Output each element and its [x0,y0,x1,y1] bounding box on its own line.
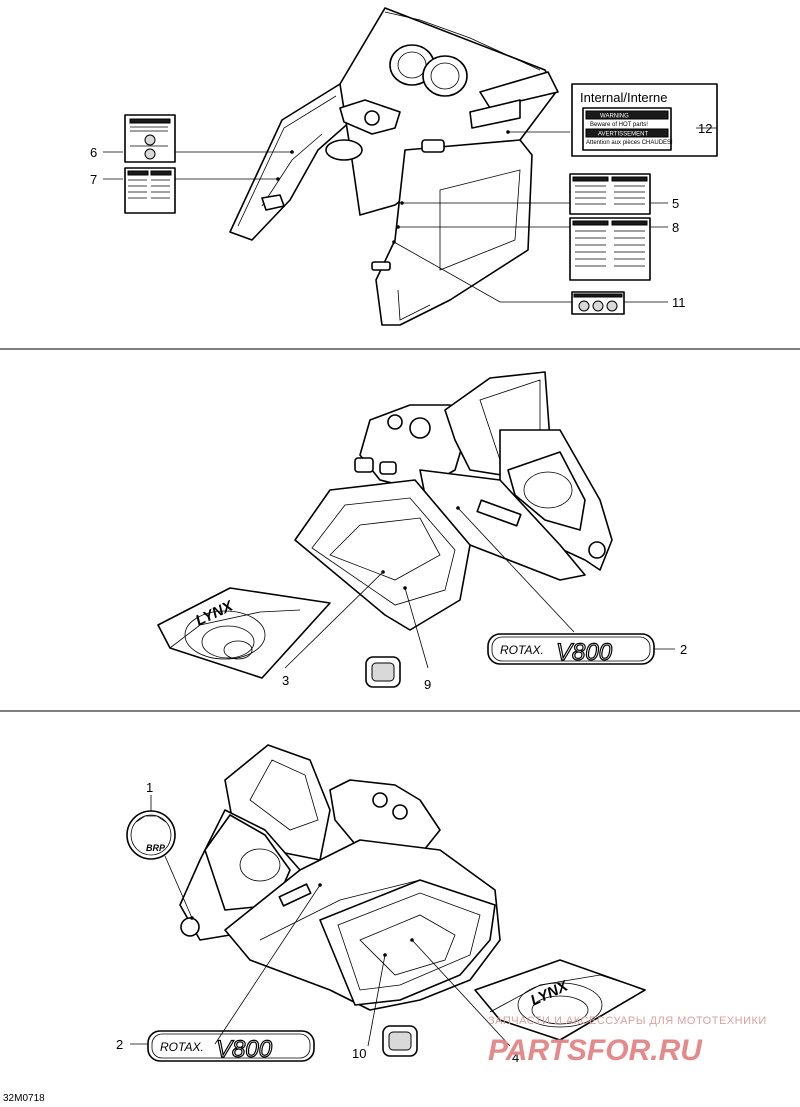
brp-logo: BRP [146,843,166,853]
beware-text: Beware of HOT parts! [590,122,648,128]
attention-text: Attention aux pièces CHAUDES! [586,140,673,146]
rotax-text-middle: ROTAX. [500,643,544,657]
callout-9: 9 [424,677,431,692]
decal-9 [365,656,401,688]
internal-title: Internal/Interne [580,90,667,105]
decal-5 [569,173,651,215]
decal-4: LYNX [474,959,646,1041]
callout-11: 11 [672,295,686,310]
callout-2-bottom: 2 [116,1037,123,1052]
decal-3: LYNX [157,587,331,679]
v800-text-middle: V800 [556,639,613,666]
v800-text-bottom: V800 [216,1036,273,1063]
decal-1: BRP [126,810,176,860]
decal-11 [571,291,625,315]
callout-8: 8 [672,220,679,235]
callout-1: 1 [146,780,153,795]
decal-2-bottom: ROTAX. V800 [147,1030,315,1064]
callout-4: 4 [512,1050,519,1065]
decal-10 [382,1025,418,1057]
section2-leaders [284,506,675,669]
decal-8 [569,217,651,281]
callout-12: 12 [698,121,712,136]
callout-5: 5 [672,196,679,211]
callout-6: 6 [90,145,97,160]
callout-7: 7 [90,172,97,187]
hood-assembly-middle [294,371,613,631]
figure-code: 32M0718 [3,1093,45,1104]
console-assembly [229,7,559,326]
callout-2-middle: 2 [680,642,687,657]
section1-leaders [103,127,717,303]
callout-10: 10 [352,1046,366,1061]
decal-2-middle: ROTAX. V800 [487,633,655,667]
watermark-line1: ЗАПЧАСТИ И АКСЕССУАРЫ ДЛЯ МОТОТЕХНИКИ [488,1015,767,1027]
decal-12: Internal/Interne WARNING Beware of HOT p… [571,83,718,157]
callout-3: 3 [282,673,289,688]
warning-text: WARNING [600,114,629,120]
decal-7 [124,167,176,214]
section3-leaders [130,795,511,1047]
watermark-line2: PARTSFOR.RU [488,1034,703,1067]
avertissement-text: AVERTISSEMENT [598,132,648,138]
hood-assembly-bottom [179,744,501,1011]
decal-6 [124,114,176,163]
rotax-text-bottom: ROTAX. [160,1040,204,1054]
